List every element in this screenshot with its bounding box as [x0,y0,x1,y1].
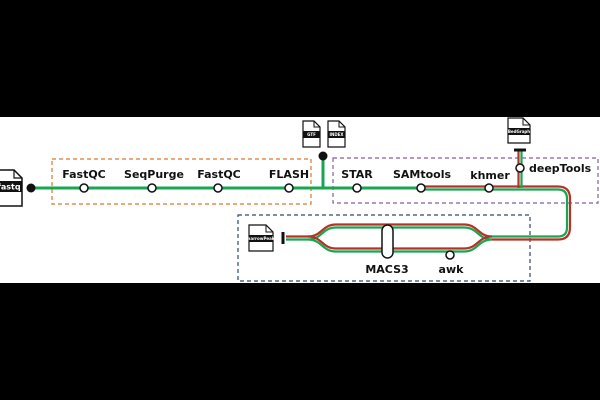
label-fastqc-2: FastQC [197,168,241,181]
station-fastqc-2[interactable] [213,183,223,193]
fastq-terminal-dot [26,183,36,193]
label-awk: awk [439,263,465,276]
label-flash: FLASH [269,168,309,181]
dual-line-main [420,185,572,241]
station-star[interactable] [352,183,362,193]
file-icon-gtf: GTF [302,120,321,148]
label-fastqc-1: FastQC [62,168,106,181]
alignment-group-box [332,157,599,204]
station-samtools[interactable] [416,183,426,193]
dual-line-macs3-split [286,223,493,253]
file-icon-bedgraph: BedGraph [507,117,531,144]
pipeline-diagram: FastQC SeqPurge FastQC FLASH STAR SAMtoo… [0,117,600,283]
label-khmer: khmer [470,169,510,182]
label-seqpurge: SeqPurge [124,168,184,181]
station-flash[interactable] [284,183,294,193]
peak-calling-group-box [237,214,531,282]
station-fastqc-1[interactable] [79,183,89,193]
label-star: STAR [341,168,373,181]
file-icon-index: INDEX [327,120,346,148]
station-awk[interactable] [445,250,455,260]
metro-map: FastQC SeqPurge FastQC FLASH STAR SAMtoo… [0,117,599,282]
file-label-bedgraph: BedGraph [508,129,530,134]
file-icon-fastq: fastq [0,169,23,207]
station-deeptools[interactable] [515,163,525,173]
label-deeptools: deepTools [529,162,592,175]
index-terminal-dot [318,151,328,161]
file-label-gtf: GTF [307,132,316,137]
file-label-index: INDEX [330,132,344,137]
label-macs3: MACS3 [365,263,408,276]
label-samtools: SAMtools [393,168,452,181]
station-khmer[interactable] [484,183,494,193]
file-label-fastq: fastq [0,183,21,192]
station-seqpurge[interactable] [147,183,157,193]
station-macs3[interactable] [381,224,394,259]
file-icon-narrowpeak: narrowPeak [248,224,275,252]
preprocessing-group-box [51,158,312,205]
file-label-narrowpeak: narrowPeak [248,236,275,241]
